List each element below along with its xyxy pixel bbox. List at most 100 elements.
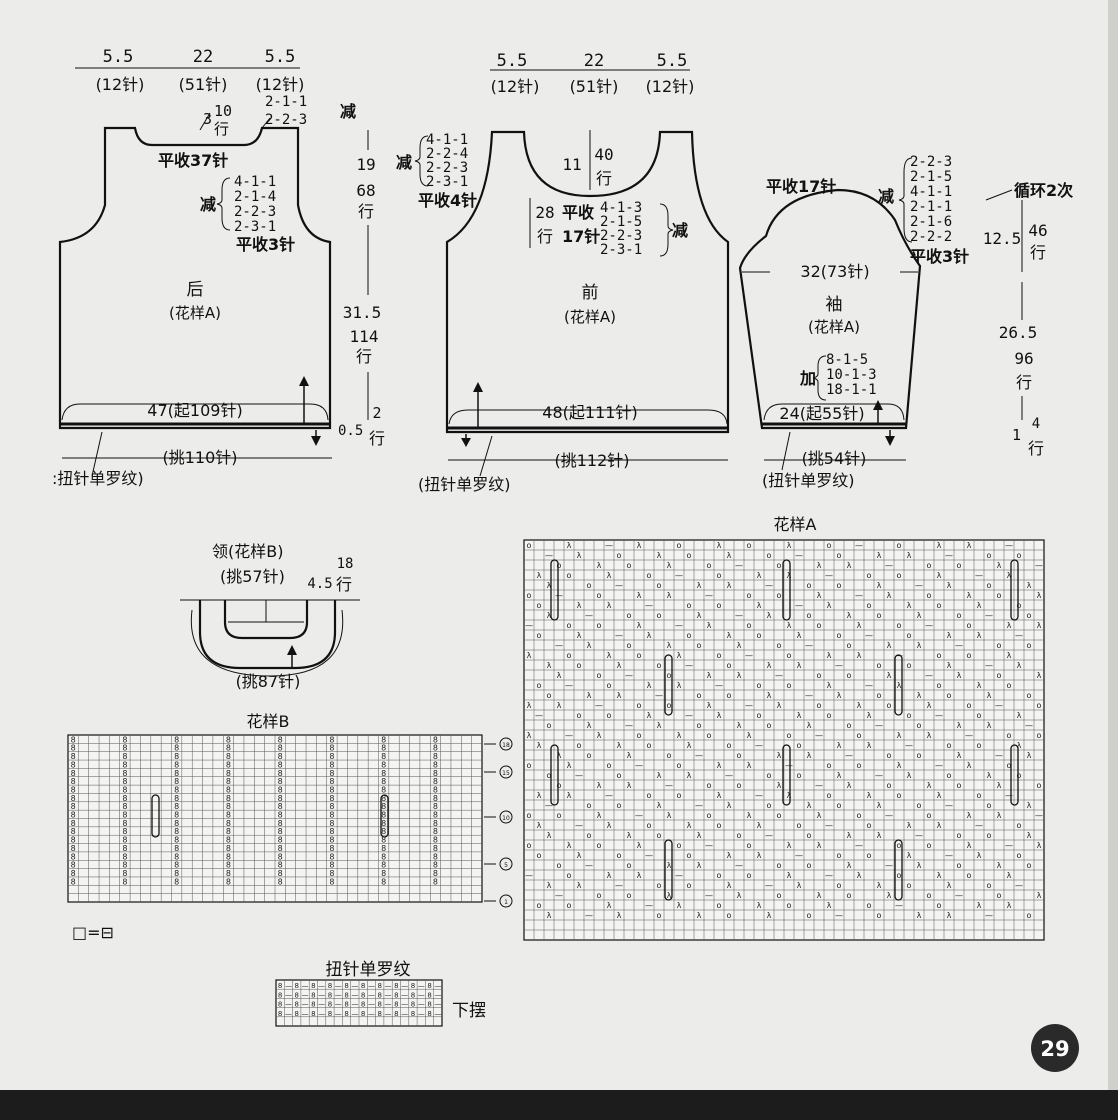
- chart-a-symbol: —: [525, 621, 533, 630]
- chart-a-symbol: λ: [867, 791, 872, 800]
- chart-a-symbol: λ: [897, 761, 902, 770]
- chart-a-symbol: ο: [807, 831, 812, 840]
- chart-a-symbol: λ: [697, 911, 702, 920]
- chart-a-symbol: λ: [947, 581, 952, 590]
- chart-a-symbol: ο: [837, 881, 842, 890]
- pattern-a-title: 花样A: [774, 515, 817, 534]
- chart-b-symbol: 8: [278, 744, 283, 753]
- chart-a-cable: [782, 559, 791, 621]
- chart-a-symbol: —: [775, 671, 783, 680]
- chart-a-symbol: —: [925, 671, 933, 680]
- chart-a-symbol: ο: [727, 661, 732, 670]
- rib-chart-symbol: 8: [311, 1001, 315, 1009]
- chart-a-symbol: ο: [897, 791, 902, 800]
- bottom-border: [0, 1090, 1118, 1120]
- chart-a-symbol: λ: [577, 851, 582, 860]
- chart-b-symbol: 8: [381, 735, 386, 744]
- chart-b-symbol: 8: [174, 844, 179, 853]
- rib-chart-symbol: —: [335, 1001, 342, 1009]
- chart-a-symbol: —: [965, 731, 973, 740]
- chart-a-symbol: —: [825, 871, 833, 880]
- chart-a-symbol: —: [925, 621, 933, 630]
- chart-a-symbol: —: [735, 561, 743, 570]
- chart-a-symbol: λ: [727, 851, 732, 860]
- chart-a-symbol: λ: [587, 641, 592, 650]
- back-neck-h: 3: [203, 110, 212, 128]
- chart-b-symbol: 8: [381, 802, 386, 811]
- chart-a-symbol: λ: [857, 871, 862, 880]
- chart-a-symbol: ο: [867, 821, 872, 830]
- chart-a-symbol: —: [905, 741, 913, 750]
- chart-a-symbol: ο: [657, 661, 662, 670]
- chart-a-symbol: λ: [1007, 571, 1012, 580]
- rib-chart-symbol: 8: [295, 1010, 299, 1018]
- front-side-dec-label: 减: [396, 153, 412, 172]
- chart-a-symbol: —: [605, 541, 613, 550]
- collar-inner: [223, 600, 309, 640]
- chart-a-symbol: ο: [1017, 771, 1022, 780]
- chart-a-symbol: ο: [907, 631, 912, 640]
- chart-a-symbol: ο: [697, 641, 702, 650]
- rib-chart-symbol: 8: [361, 991, 365, 999]
- chart-b-symbol: 8: [381, 852, 386, 861]
- chart-a-symbol: λ: [927, 781, 932, 790]
- chart-a-symbol: λ: [587, 721, 592, 730]
- front-arrow-up-icon: [473, 382, 483, 392]
- chart-a-symbol: λ: [647, 711, 652, 720]
- chart-a-symbol: λ: [937, 821, 942, 830]
- chart-b-symbol: 8: [433, 752, 438, 761]
- rib-chart-symbol: 8: [278, 1010, 282, 1018]
- chart-a-symbol: λ: [727, 631, 732, 640]
- chart-a-symbol: —: [575, 821, 583, 830]
- chart-a-symbol: λ: [757, 901, 762, 910]
- back-width-arc: [61, 403, 329, 421]
- sleeve-arrow-down-icon: [885, 436, 895, 446]
- chart-a-symbol: ο: [927, 811, 932, 820]
- chart-a-symbol: —: [825, 571, 833, 580]
- chart-a-symbol: λ: [897, 731, 902, 740]
- chart-a-symbol: ο: [1007, 681, 1012, 690]
- chart-b-symbol: 8: [329, 844, 334, 853]
- rib-chart-symbol: 8: [378, 991, 382, 999]
- chart-a-symbol: λ: [727, 801, 732, 810]
- chart-a-symbol: ο: [527, 591, 532, 600]
- chart-a-symbol: ο: [777, 891, 782, 900]
- sleeve-dec-label: 减: [878, 187, 894, 206]
- chart-a-symbol: ο: [527, 541, 532, 550]
- chart-a-symbol: ο: [967, 651, 972, 660]
- shaping-step: 2-2-2: [910, 229, 952, 245]
- chart-b-symbol: 8: [71, 827, 76, 836]
- chart-a-symbol: ο: [607, 711, 612, 720]
- chart-a-symbol: λ: [627, 751, 632, 760]
- chart-b-symbol: 8: [174, 827, 179, 836]
- chart-a-symbol: —: [655, 691, 663, 700]
- chart-a-symbol: ο: [1007, 731, 1012, 740]
- chart-a-symbol: ο: [957, 831, 962, 840]
- chart-a-symbol: ο: [1037, 701, 1042, 710]
- chart-a-symbol: λ: [547, 831, 552, 840]
- chart-a-symbol: λ: [777, 781, 782, 790]
- chart-a-symbol: —: [915, 581, 923, 590]
- back-h3-rows: 2: [372, 404, 381, 422]
- chart-a-symbol: λ: [847, 831, 852, 840]
- chart-a-symbol: λ: [1027, 831, 1032, 840]
- chart-b-symbol: 8: [381, 760, 386, 769]
- chart-a-symbol: ο: [657, 831, 662, 840]
- chart-a-symbol: λ: [767, 911, 772, 920]
- chart-a-symbol: —: [555, 891, 563, 900]
- chart-a-symbol: λ: [907, 771, 912, 780]
- chart-a-symbol: ο: [757, 711, 762, 720]
- chart-a-symbol: λ: [867, 711, 872, 720]
- chart-a-symbol: ο: [1027, 611, 1032, 620]
- sleeve-inc-brace: [812, 355, 827, 401]
- chart-a-symbol: ο: [907, 711, 912, 720]
- chart-a-symbol: λ: [957, 751, 962, 760]
- chart-a-symbol: λ: [537, 791, 542, 800]
- rib-chart-symbol: —: [285, 991, 292, 999]
- chart-a-symbol: λ: [777, 751, 782, 760]
- front-inner-h: 28: [535, 203, 554, 222]
- chart-a-symbol: —: [675, 871, 683, 880]
